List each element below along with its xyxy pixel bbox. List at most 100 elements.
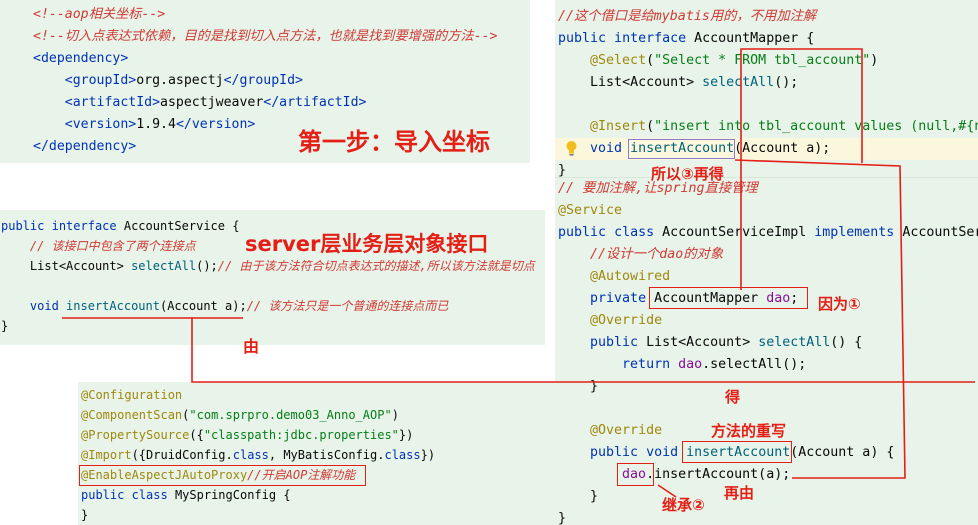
method-name-token[interactable]: insertAccount — [630, 141, 735, 156]
blank-code-line[interactable] — [558, 94, 978, 116]
annotation-token[interactable]: @ComponentScan — [81, 408, 183, 422]
code-line[interactable]: public interface AccountService { — [1, 219, 240, 233]
xml-tag-token[interactable]: <dependency> — [33, 51, 129, 66]
annotation-token[interactable]: @Autowired — [590, 269, 671, 284]
code-line[interactable]: List<Account> selectAll();// 由于该方法符合切点表达… — [29, 259, 535, 273]
string-token[interactable]: "com.sprpro.demo03_Anno_AOP" — [189, 408, 392, 422]
code-line[interactable]: @EnableAspectJAutoProxy//开启AOP注解功能 — [81, 465, 555, 485]
keyword-token[interactable]: interface — [51, 219, 117, 233]
code-line[interactable]: } — [1, 319, 9, 333]
method-name-token[interactable]: insertAccount — [686, 445, 791, 460]
code-line[interactable]: <!--切入点表达式依赖，目的是找到切入点方法，也就是找到要增强的方法--> — [33, 26, 530, 48]
method-name-token[interactable]: selectAll — [131, 259, 197, 273]
code-line[interactable]: public class MySpringConfig { — [81, 488, 291, 502]
field-token[interactable]: dao — [766, 291, 791, 306]
annotation-token[interactable]: @Override — [590, 423, 663, 438]
code-line[interactable]: // 该接口中包含了两个连接点 — [1, 236, 545, 256]
annotation-token[interactable]: @Import — [81, 448, 132, 462]
field-token[interactable]: dao — [678, 357, 703, 372]
keyword-token[interactable]: class — [384, 448, 421, 462]
blank-code-line[interactable] — [1, 276, 545, 296]
keyword-token[interactable]: void — [646, 445, 679, 460]
comment-token[interactable]: // 该方法只是一个普通的连接点而已 — [246, 299, 449, 313]
comment-token[interactable]: // 要加注解,让spring直接管理 — [558, 181, 758, 196]
string-token[interactable]: "classpath:jdbc.properties" — [203, 428, 399, 442]
code-line[interactable]: @PropertySource({"classpath:jdbc.propert… — [81, 428, 414, 442]
method-name-token[interactable]: selectAll — [758, 335, 831, 350]
annotation-token[interactable]: @EnableAspectJAutoProxy — [81, 468, 248, 482]
code-line[interactable]: // 要加注解,让spring直接管理 — [558, 178, 978, 200]
code-line[interactable]: <groupId>org.aspectj</groupId> — [64, 73, 303, 88]
annotation-token[interactable]: @Configuration — [81, 388, 183, 402]
code-line[interactable]: } — [558, 163, 567, 177]
code-line[interactable]: } — [558, 489, 599, 504]
xml-tag-token[interactable]: </groupId> — [223, 73, 303, 88]
code-line[interactable]: @ComponentScan("com.sprpro.demo03_Anno_A… — [81, 408, 399, 422]
comment-token[interactable]: //设计一个dao的对象 — [590, 247, 724, 262]
code-line[interactable]: @Service — [558, 200, 978, 222]
code-line[interactable]: private AccountMapper dao; — [590, 291, 799, 306]
code-line[interactable]: return dao.selectAll(); — [622, 357, 807, 372]
keyword-token[interactable]: return — [622, 357, 671, 372]
keyword-token[interactable]: public — [1, 219, 45, 233]
field-token[interactable]: dao — [622, 467, 647, 482]
keyword-token[interactable]: public — [590, 335, 639, 350]
code-line[interactable]: public interface AccountMapper { — [558, 31, 815, 46]
comment-token[interactable]: //这个借口是给mybatis用的，不用加注解 — [558, 9, 817, 24]
keyword-token[interactable]: void — [590, 141, 623, 156]
code-line[interactable]: @Override — [558, 420, 978, 442]
code-line[interactable]: @Import({DruidConfig.class, MyBatisConfi… — [81, 448, 436, 462]
code-line[interactable]: //设计一个dao的对象 — [558, 244, 978, 266]
xml-tag-token[interactable]: <groupId> — [64, 73, 137, 88]
keyword-token[interactable]: void — [29, 299, 59, 313]
code-line[interactable]: } — [81, 508, 89, 522]
code-line[interactable]: @Override — [558, 310, 978, 332]
xml-tag-token[interactable]: <artifactId> — [64, 95, 161, 110]
pom-xml-editor-panel[interactable]: <!--aop相关坐标--> <!--切入点表达式依赖，目的是找到切入点方法，也… — [0, 0, 530, 163]
code-line[interactable]: <version>1.9.4</version> — [64, 117, 256, 132]
code-line[interactable]: <dependency> — [33, 48, 530, 70]
code-line[interactable]: void insertAccount(Account a); — [590, 141, 831, 156]
spring-config-editor-panel[interactable]: @Configuration @ComponentScan("com.sprpr… — [78, 382, 555, 525]
keyword-token[interactable]: implements — [814, 225, 895, 240]
comment-token[interactable]: <!--aop相关坐标--> — [33, 7, 166, 22]
code-line[interactable]: public List<Account> selectAll() { — [590, 335, 863, 350]
account-service-impl-editor-panel[interactable]: // 要加注解,让spring直接管理 @Service public clas… — [555, 177, 978, 525]
keyword-token[interactable]: class — [614, 225, 655, 240]
keyword-token[interactable]: class — [131, 488, 168, 502]
annotation-token[interactable]: @PropertySource — [81, 428, 190, 442]
account-mapper-editor-panel[interactable]: //这个借口是给mybatis用的，不用加注解 public interface… — [555, 0, 978, 177]
annotation-token[interactable]: @Service — [558, 203, 623, 218]
comment-token[interactable]: // 由于该方法符合切点表达式的描述,所以该方法就是切点 — [217, 259, 535, 273]
comment-token[interactable]: <!--切入点表达式依赖，目的是找到切入点方法，也就是找到要增强的方法--> — [33, 29, 498, 44]
code-line[interactable]: } — [558, 511, 567, 525]
keyword-token[interactable]: public — [558, 225, 607, 240]
code-line[interactable]: public void insertAccount(Account a) { — [590, 445, 895, 460]
code-line[interactable]: void insertAccount(Account a);// 该方法只是一个… — [29, 299, 449, 313]
code-line[interactable]: @Configuration — [81, 385, 555, 405]
annotation-token[interactable]: @Override — [590, 313, 663, 328]
keyword-token[interactable]: public — [558, 31, 607, 46]
code-line[interactable]: List<Account> selectAll(); — [590, 75, 799, 90]
code-line[interactable]: @Select("Select * FROM tbl_account") — [590, 53, 879, 68]
code-line[interactable]: public class AccountServiceImpl implemen… — [558, 225, 978, 240]
code-line[interactable]: dao.insertAccount(a); — [622, 467, 791, 482]
blank-code-line[interactable] — [558, 398, 978, 420]
lightbulb-icon[interactable] — [565, 140, 578, 157]
xml-tag-token[interactable]: </version> — [175, 117, 256, 132]
string-token[interactable]: "insert into tbl_account values (null,#{… — [654, 119, 978, 134]
method-name-token[interactable]: insertAccount — [66, 299, 160, 313]
code-line[interactable]: //这个借口是给mybatis用的，不用加注解 — [558, 6, 978, 28]
code-line[interactable]: <artifactId>aspectjweaver</artifactId> — [64, 95, 367, 110]
comment-token[interactable]: //开启AOP注解功能 — [247, 468, 356, 482]
code-line[interactable]: @Insert("insert into tbl_account values … — [558, 116, 978, 138]
code-line[interactable]: </dependency> — [33, 136, 530, 158]
xml-tag-token[interactable]: </artifactId> — [263, 95, 367, 110]
method-name-token[interactable]: selectAll — [702, 75, 775, 90]
keyword-token[interactable]: class — [232, 448, 269, 462]
code-line[interactable]: @Autowired — [558, 266, 978, 288]
keyword-token[interactable]: private — [590, 291, 647, 306]
annotation-token[interactable]: @Insert — [590, 119, 647, 134]
keyword-token[interactable]: public — [81, 488, 125, 502]
keyword-token[interactable]: interface — [614, 31, 687, 46]
